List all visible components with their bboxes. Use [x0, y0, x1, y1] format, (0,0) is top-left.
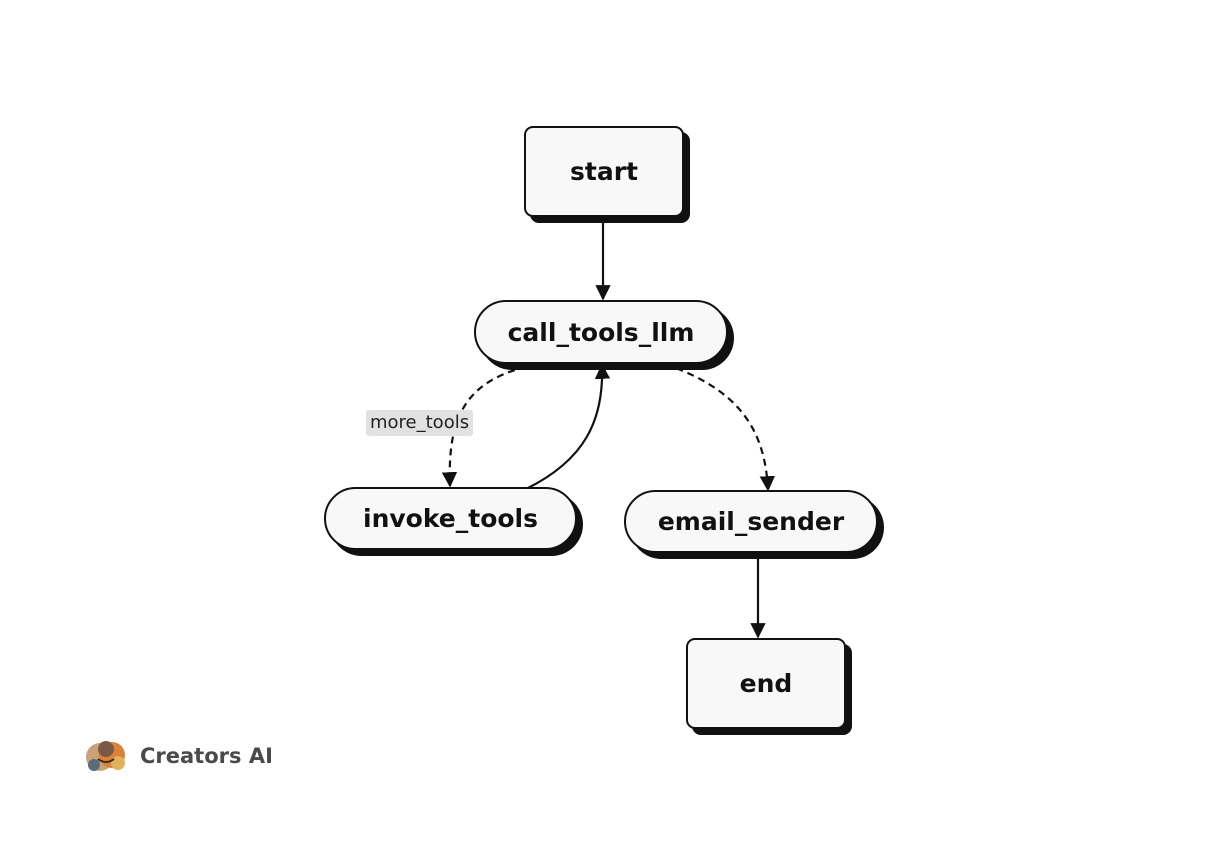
node-email-sender: email_sender: [624, 490, 878, 553]
portrait-collage-icon: [86, 741, 125, 771]
node-start: start: [524, 126, 684, 217]
edge-call-tools-llm-to-email-sender: [664, 362, 775, 492]
node-invoke-tools: invoke_tools: [324, 487, 577, 550]
edge-label-more-tools: more_tools: [366, 410, 474, 436]
node-call-tools-llm: call_tools_llm: [474, 300, 728, 364]
edge-invoke-tools-to-call-tools-llm: [525, 363, 611, 490]
node-end: end: [686, 638, 846, 729]
edge-call-tools-llm-to-invoke-tools: [441, 362, 539, 488]
brand: Creators AI: [84, 735, 273, 777]
node-call-tools-llm-label: call_tools_llm: [507, 317, 695, 347]
brand-name: Creators AI: [140, 744, 273, 768]
node-start-label: start: [570, 157, 638, 186]
node-end-label: end: [739, 669, 793, 698]
node-email-sender-label: email_sender: [657, 507, 845, 536]
node-invoke-tools-label: invoke_tools: [363, 504, 538, 533]
